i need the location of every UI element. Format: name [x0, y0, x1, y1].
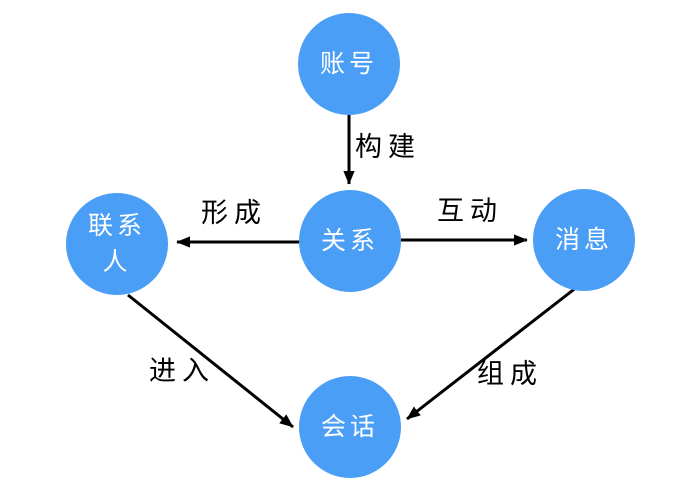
node-contact-label: 联系人 [87, 210, 146, 276]
edge-label-form: 形成 [201, 198, 267, 229]
edge-label-interact: 互动 [437, 196, 503, 227]
arrow-message-to-conversation [406, 285, 578, 421]
node-contact: 联系人 [66, 193, 168, 295]
edge-label-compose: 组成 [477, 359, 543, 390]
node-conversation-label: 会话 [320, 411, 379, 441]
edge-label-enter: 进入 [149, 356, 215, 387]
node-message: 消息 [533, 189, 635, 291]
node-relationship: 关系 [299, 190, 401, 292]
edge-label-build: 构建 [355, 132, 421, 163]
node-account: 账号 [298, 13, 400, 115]
node-conversation: 会话 [299, 376, 401, 478]
arrow-contact-to-conversation [127, 293, 294, 429]
node-relationship-label: 关系 [320, 225, 379, 255]
node-message-label: 消息 [554, 224, 613, 254]
node-account-label: 账号 [319, 48, 378, 78]
